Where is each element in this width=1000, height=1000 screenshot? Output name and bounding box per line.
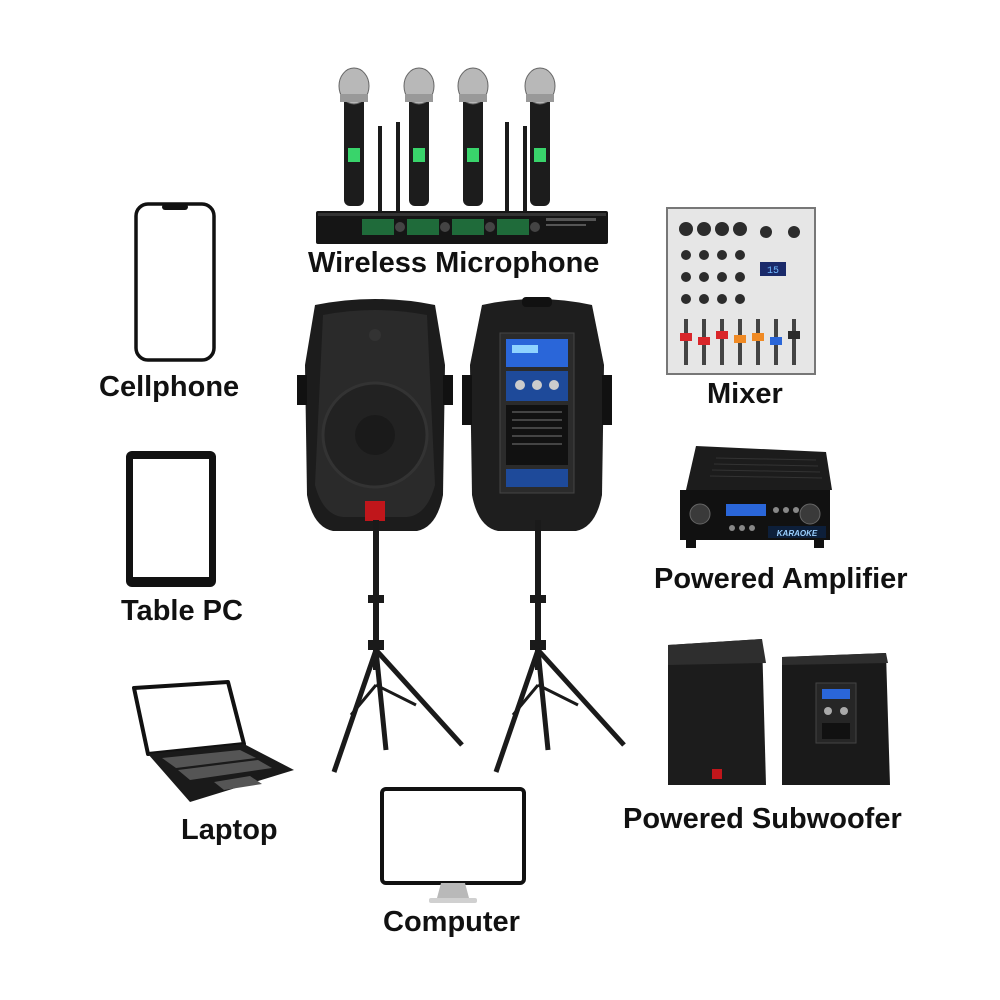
label-table-pc: Table PC — [121, 595, 243, 627]
label-powered-subwoofer: Powered Subwoofer — [623, 803, 902, 835]
mixer-display-text: 15 — [767, 266, 779, 277]
speaker-back-image — [462, 295, 612, 537]
speaker-front-image — [297, 295, 453, 537]
label-laptop: Laptop — [181, 814, 278, 846]
mixer-image: 15 — [666, 207, 816, 375]
label-computer: Computer — [383, 906, 520, 938]
speaker-stand-left — [326, 520, 466, 775]
laptop-icon — [130, 678, 298, 806]
tablet-icon — [123, 448, 219, 590]
amplifier-badge-text: KARAOKE — [777, 529, 818, 538]
label-mixer: Mixer — [707, 378, 783, 410]
label-cellphone: Cellphone — [99, 371, 240, 403]
wireless-microphone-image — [312, 66, 612, 244]
powered-subwoofer-image — [666, 635, 892, 793]
cellphone-icon — [133, 201, 217, 363]
speaker-stand-right — [488, 520, 628, 775]
label-wireless-microphone: Wireless Microphone — [308, 247, 600, 279]
computer-monitor-icon — [379, 786, 527, 910]
label-powered-amplifier: Powered Amplifier — [654, 563, 908, 595]
powered-amplifier-image: KARAOKE — [676, 444, 834, 552]
